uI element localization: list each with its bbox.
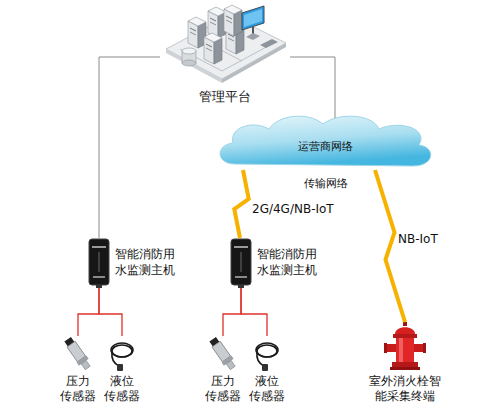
- edge-label: 2G/4G/NB-IoT: [252, 202, 334, 216]
- node-icon: [384, 322, 426, 374]
- node-label: 室外消火栓智 能采集终端: [350, 374, 460, 404]
- sensor-node: 压力 传感器: [203, 336, 243, 404]
- node-icon: [208, 336, 238, 376]
- network-caption: 传输网络: [304, 176, 348, 191]
- node-icon: [107, 336, 137, 376]
- monitor-icon: [242, 6, 278, 48]
- lightning-connector: [234, 170, 248, 238]
- hydrant-icon: [384, 322, 426, 370]
- cloud-node: 运营商网络: [213, 112, 438, 170]
- node-icon: [230, 238, 252, 292]
- node-icon: [63, 336, 93, 376]
- node-icon: [88, 238, 110, 292]
- host-device: [88, 238, 110, 288]
- connector-line: [290, 57, 335, 118]
- host-node: 智能消防用 水监测主机: [88, 238, 180, 288]
- platform-node: 管理平台: [160, 3, 290, 107]
- connector-line: [223, 288, 241, 336]
- hydrant-node: 室外消火栓智 能采集终端: [350, 322, 460, 406]
- node-label: 管理平台: [160, 89, 290, 105]
- edge-label: NB-IoT: [398, 232, 438, 246]
- pressure-sensor-icon: [208, 336, 238, 372]
- sensor-node: 液位 传感器: [100, 336, 144, 404]
- sensor-node: 液位 传感器: [245, 336, 289, 404]
- database-cylinder: [182, 48, 196, 66]
- sensor-node: 压力 传感器: [58, 336, 98, 404]
- node-label: 液位 传感器: [245, 374, 289, 404]
- lightning-connector: [375, 170, 405, 322]
- connector-line: [99, 288, 122, 336]
- node-icon: [252, 336, 282, 376]
- connector-line: [99, 57, 160, 238]
- connector-line: [78, 288, 99, 336]
- level-sensor-icon: [252, 336, 282, 372]
- connector-line: [241, 288, 267, 336]
- host-node: 智能消防用 水监测主机: [230, 238, 322, 288]
- node-label: 智能消防用 水监测主机: [115, 246, 179, 278]
- pressure-sensor-icon: [63, 336, 93, 372]
- host-device: [230, 238, 252, 288]
- node-label: 运营商网络: [213, 140, 438, 154]
- server-towers: [188, 5, 244, 64]
- node-icon: [160, 3, 290, 89]
- server-illustration: [160, 3, 290, 85]
- node-label: 压力 传感器: [58, 374, 98, 404]
- node-label: 液位 传感器: [100, 374, 144, 404]
- node-label: 智能消防用 水监测主机: [257, 246, 321, 278]
- level-sensor-icon: [107, 336, 137, 372]
- node-label: 压力 传感器: [203, 374, 243, 404]
